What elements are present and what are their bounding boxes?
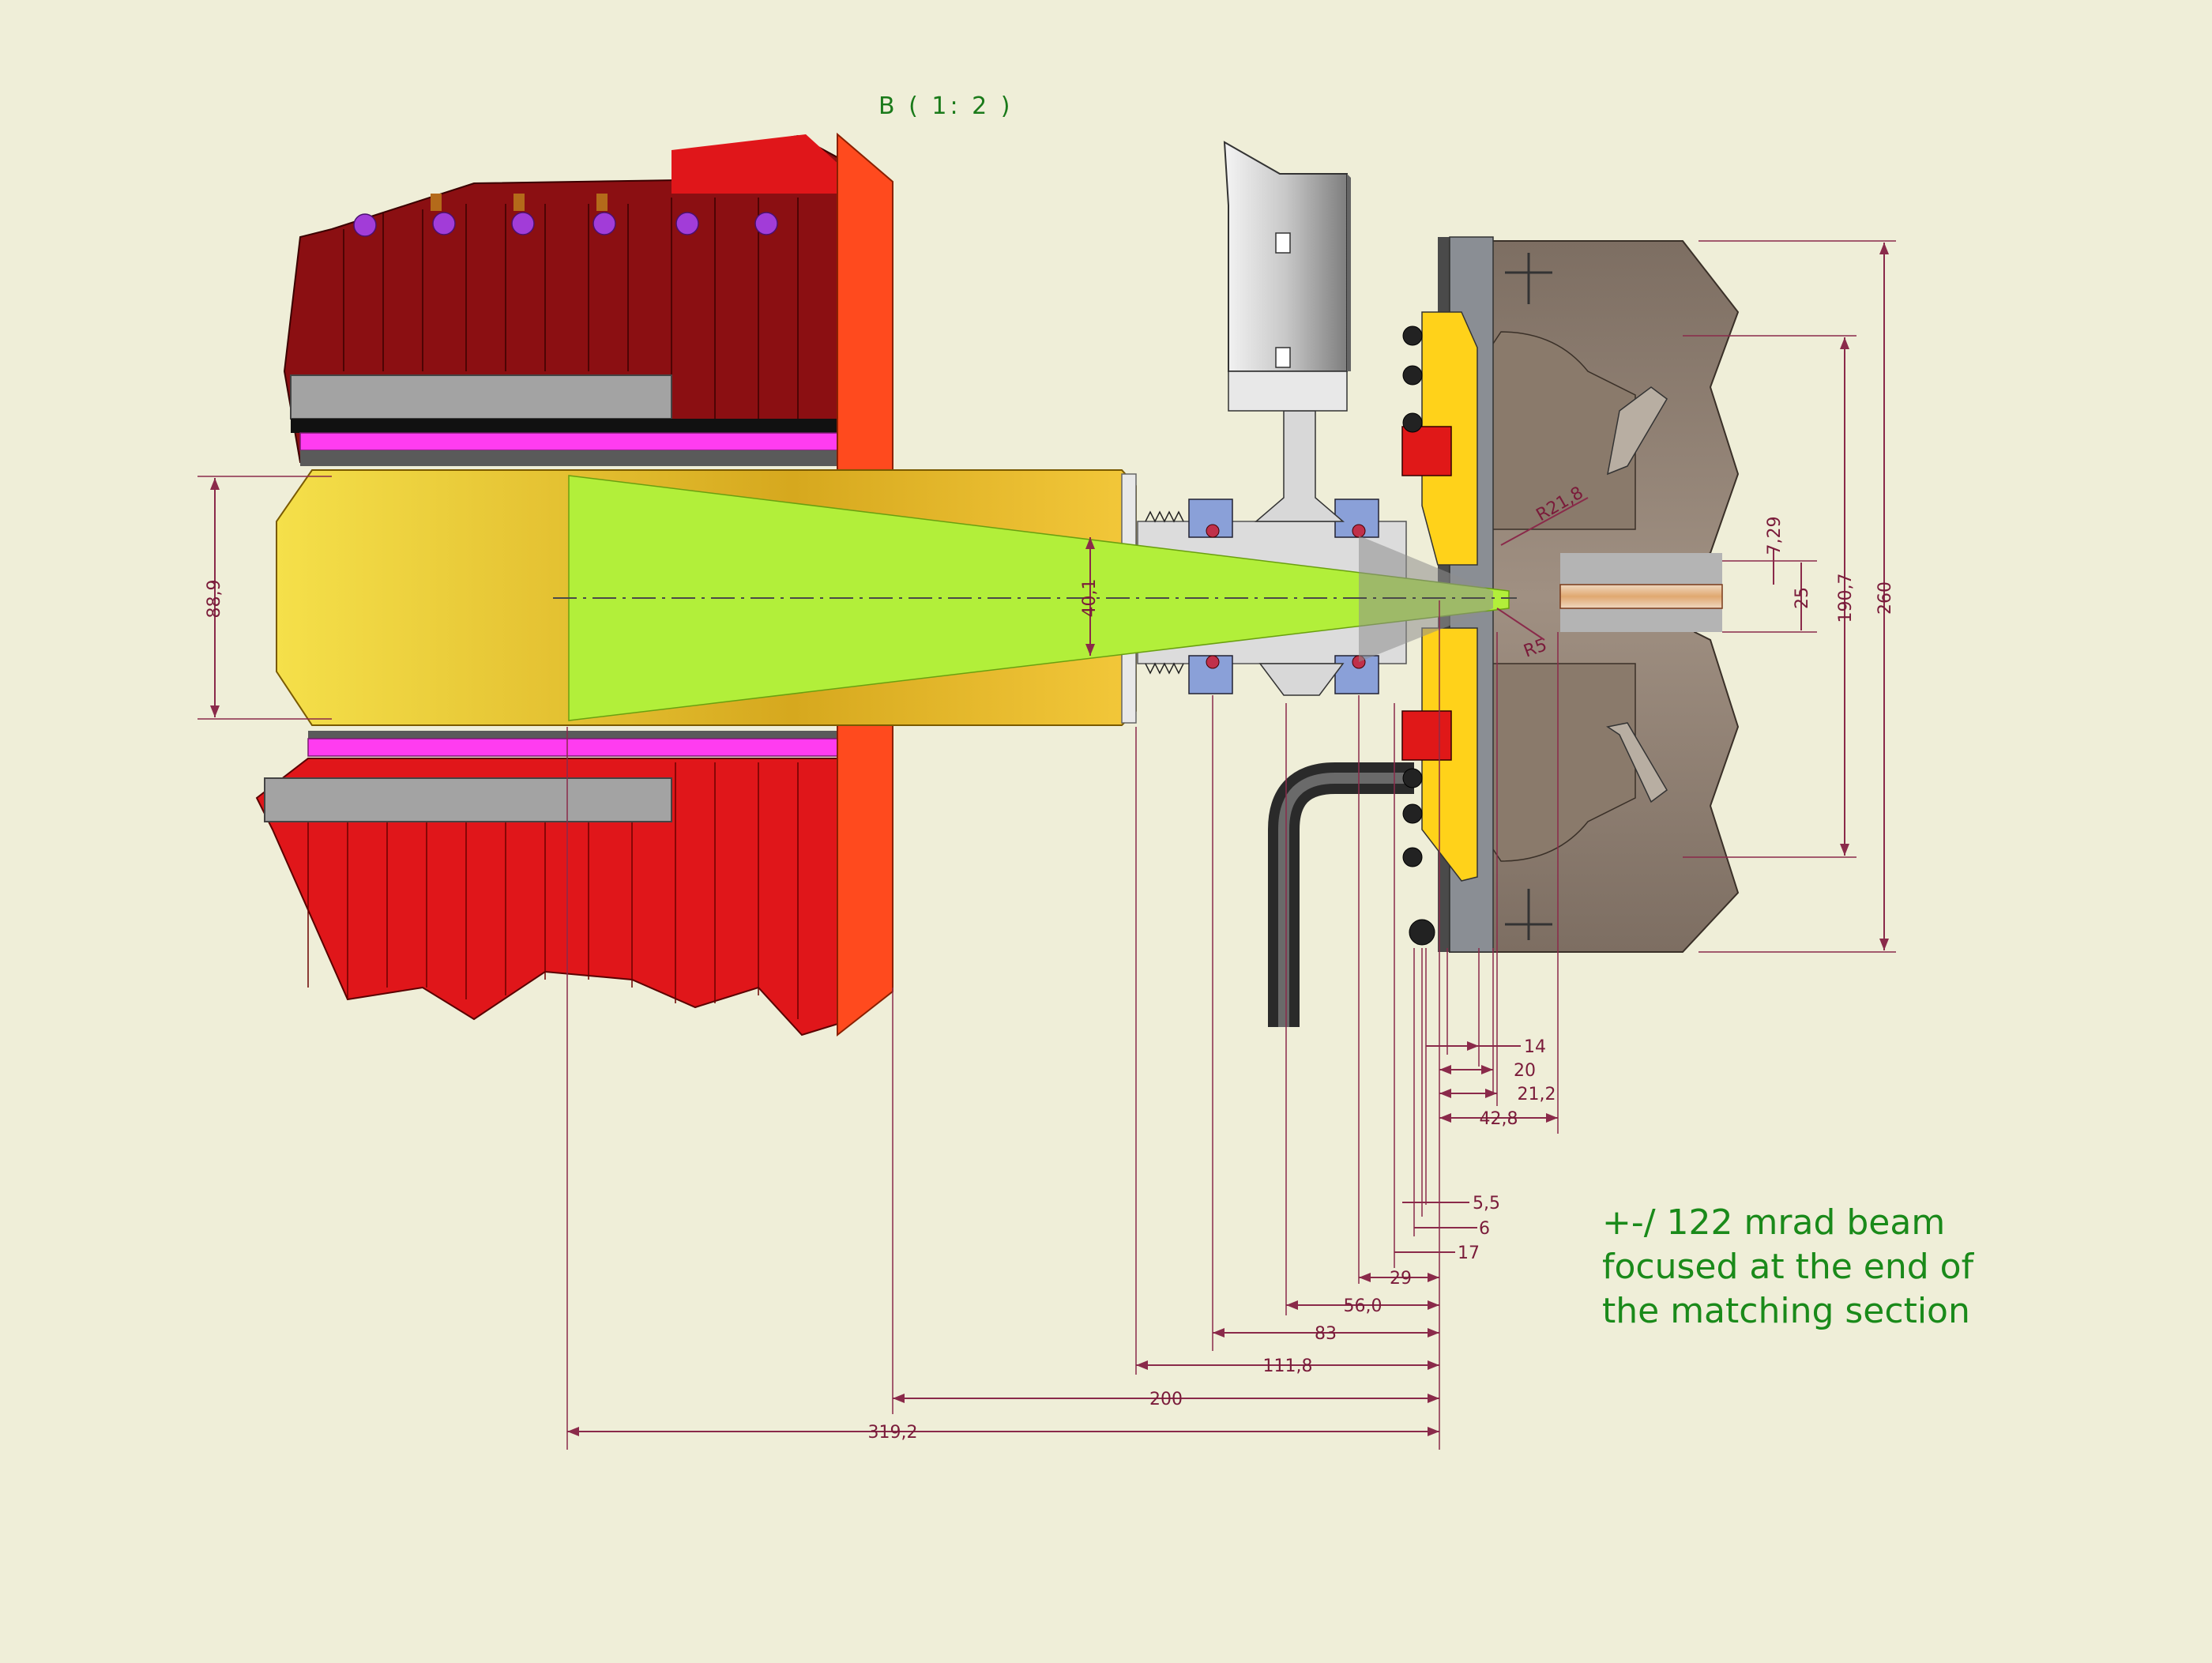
vacuum-pump-head	[1223, 141, 1351, 412]
bellows-upper	[1145, 510, 1184, 523]
pump-port-neck	[1254, 410, 1345, 522]
note-line-3: the matching section	[1602, 1291, 1970, 1331]
dim-319-2: 319,2	[567, 1423, 1439, 1443]
view-label: B ( 1: 2 )	[878, 92, 1013, 120]
dim-20: 20	[1439, 1061, 1536, 1081]
dim-label-5-5: 5,5	[1473, 1194, 1500, 1213]
dim-17: 17	[1394, 1243, 1480, 1263]
cooling-pipe-highlight	[1278, 773, 1414, 1027]
seal-blocks	[1188, 499, 1379, 694]
flange-bolts	[1402, 325, 1435, 946]
housing-lower-cavity	[1484, 663, 1636, 862]
red-block-lower	[1401, 710, 1452, 761]
dark-layer-lower	[308, 731, 837, 739]
dim-label-56-0: 56,0	[1344, 1296, 1382, 1316]
dim-label-40-1: 40,1	[1080, 579, 1100, 618]
dim-88-9: 88,9	[198, 476, 332, 720]
dim-21-2: 21,2	[1439, 1085, 1556, 1104]
dark-layer-upper	[300, 450, 837, 466]
note-line-1: +-/ 122 mrad beam	[1602, 1202, 1945, 1243]
crosshair-bolt-heads	[1505, 253, 1552, 940]
dim-label-111-8: 111,8	[1263, 1356, 1313, 1376]
dim-111-8: 111,8	[1136, 1356, 1439, 1376]
red-block-upper	[1401, 426, 1452, 476]
dim-83: 83	[1213, 1324, 1439, 1344]
target-rod	[1559, 584, 1723, 609]
magenta-layer-lower	[307, 738, 838, 757]
dim-label-25: 25	[1793, 587, 1812, 609]
dim-label-260: 260	[1875, 581, 1895, 615]
dim-label-88-9: 88,9	[205, 580, 224, 619]
dim-25: 25	[1722, 560, 1817, 633]
housing-pin-lower	[1606, 722, 1668, 803]
dim-29: 29	[1359, 1269, 1439, 1289]
coil-bolts	[353, 212, 778, 237]
grey-liner-upper	[290, 374, 672, 420]
dim-260: 260	[1698, 240, 1896, 953]
dim-200: 200	[893, 1390, 1439, 1409]
note-line-2: focused at the end of	[1602, 1247, 1975, 1287]
housing-pin-upper	[1607, 386, 1668, 476]
dim-42-8: 42,8	[1439, 1109, 1558, 1129]
dim-label-17: 17	[1458, 1243, 1480, 1263]
black-layer-upper	[291, 419, 837, 433]
dim-label-190-7: 190,7	[1836, 574, 1856, 623]
bellows-lower	[1145, 662, 1184, 675]
dim-label-20: 20	[1514, 1061, 1536, 1081]
dim-label-14: 14	[1524, 1037, 1546, 1057]
dim-label-21-2: 21,2	[1518, 1085, 1556, 1104]
dim-190-7: 190,7	[1683, 335, 1856, 858]
dim-label-200: 200	[1149, 1390, 1183, 1409]
dim-7-29: 7,29	[1765, 517, 1785, 585]
dim-label-6: 6	[1479, 1219, 1490, 1239]
dim-14: 14	[1426, 1037, 1546, 1057]
beam-note: +-/ 122 mrad beam focused at the end of …	[1602, 1202, 1975, 1331]
dim-56-0: 56,0	[1286, 1296, 1439, 1316]
grey-liner-lower	[264, 777, 672, 822]
dim-40-1: 40,1	[1080, 537, 1100, 656]
dim-label-83: 83	[1315, 1324, 1337, 1344]
magenta-layer-upper	[299, 432, 838, 451]
dim-6: 6	[1414, 1219, 1490, 1239]
dim-label-319-2: 319,2	[868, 1423, 918, 1443]
coil-top-studs	[431, 194, 608, 211]
dim-5-5: 5,5	[1402, 1194, 1500, 1213]
dim-label-42-8: 42,8	[1480, 1109, 1518, 1129]
housing-upper-cavity	[1484, 331, 1636, 530]
pump-port-lower	[1258, 663, 1345, 696]
dim-label-7-29: 7,29	[1765, 517, 1785, 555]
extension-lines	[566, 600, 1559, 1450]
dim-label-29: 29	[1390, 1269, 1412, 1289]
